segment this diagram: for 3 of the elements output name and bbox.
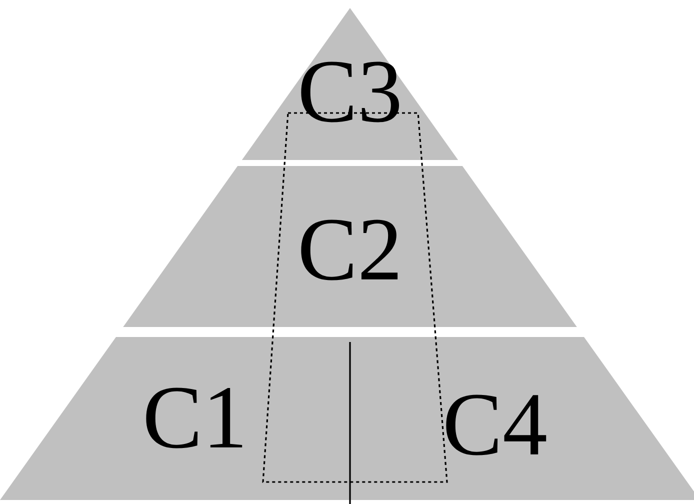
pyramid-band: C2 bbox=[123, 166, 577, 327]
pyramid-band: C1 C4 bbox=[0, 337, 694, 500]
pyramid-band: C3 bbox=[242, 8, 458, 160]
